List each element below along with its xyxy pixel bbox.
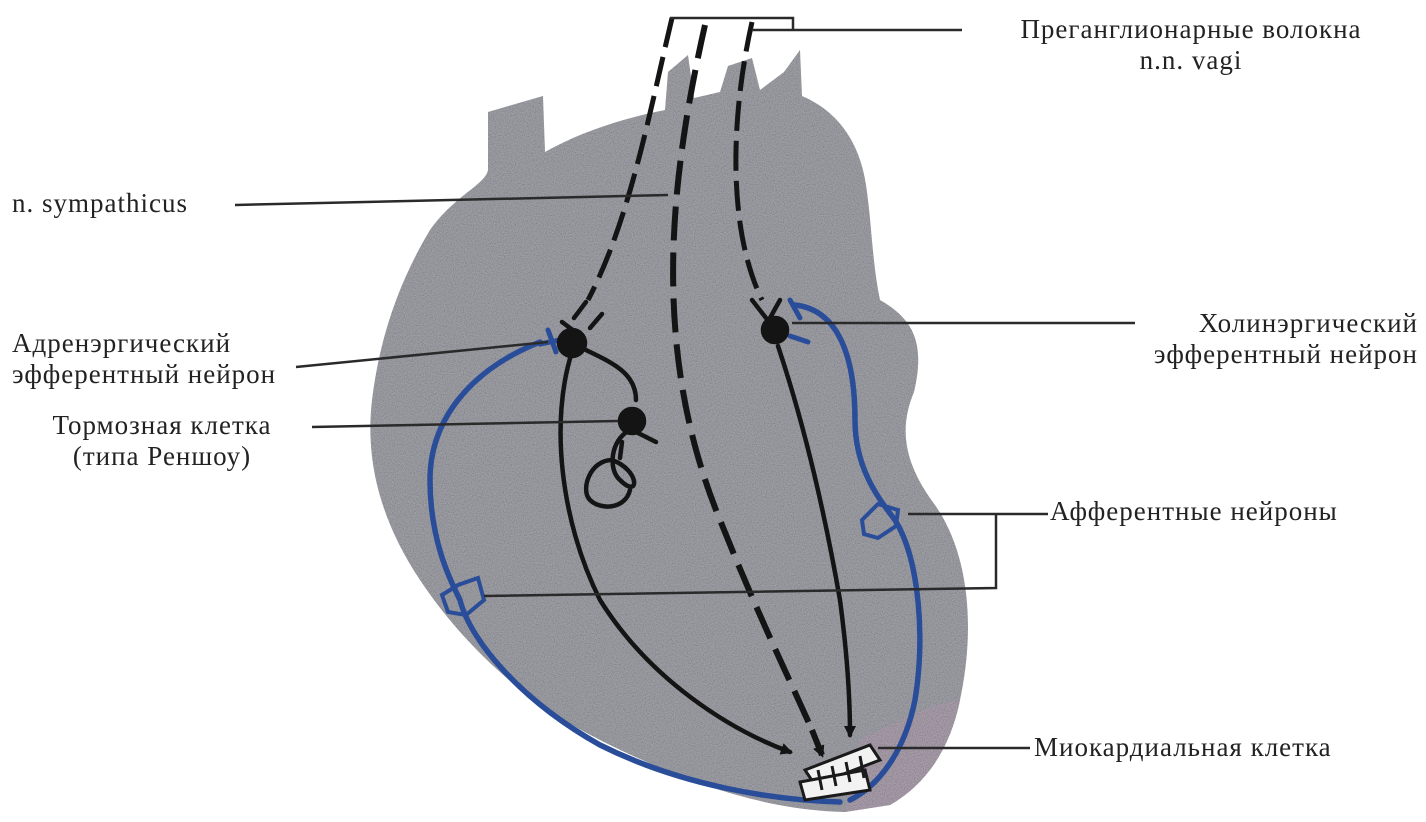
label-adrenergic: Адренэргический эфферентный нейрон [12,328,276,390]
label-afferent-text: Афферентные нейроны [1050,496,1338,527]
label-myocardial: Миокардиальная клетка [1034,732,1332,763]
heart-body [370,50,968,812]
label-renshaw-line1: Тормозная клетка [12,410,312,441]
label-afferent: Афферентные нейроны [1050,496,1338,527]
label-renshaw-line2: (типа Реншоу) [12,441,312,472]
label-adrenergic-line1: Адренэргический [12,328,276,359]
cholinergic-neuron-body [763,318,787,342]
label-sympathicus: n. sympathicus [12,188,188,219]
label-adrenergic-line2: эфферентный нейрон [12,359,276,390]
label-preganglionic: Преганглионарные волокна n.n. vagi [962,14,1420,76]
heart-silhouette [370,50,968,812]
label-renshaw: Тормозная клетка (типа Реншоу) [12,410,312,472]
adrenergic-neuron-body [559,330,585,356]
renshaw-cell-body [620,409,644,433]
label-myocardial-text: Миокардиальная клетка [1034,732,1332,763]
label-cholinergic-line1: Холинэргический [1060,308,1418,339]
label-preganglionic-line2: n.n. vagi [962,45,1420,76]
label-cholinergic-line2: эфферентный нейрон [1060,339,1418,370]
label-sympathicus-text: n. sympathicus [12,188,188,219]
label-cholinergic: Холинэргический эфферентный нейрон [1060,308,1418,370]
label-preganglionic-line1: Преганглионарные волокна [962,14,1420,45]
leader-preganglionic [670,18,962,30]
